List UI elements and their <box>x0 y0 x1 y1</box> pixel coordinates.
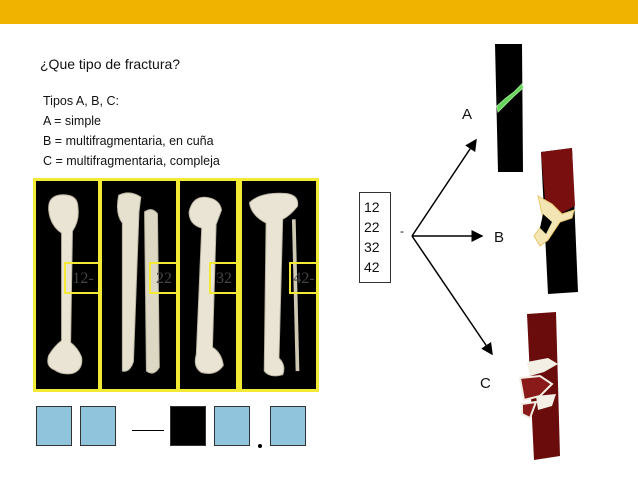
code-42: 42 <box>364 259 380 275</box>
bone-label-humerus: 12- <box>64 262 102 294</box>
fracture-types-legend: Tipos A, B, C: A = simple B = multifragm… <box>43 91 220 171</box>
type-item-a: A = simple <box>43 114 102 128</box>
type-label-b: B <box>494 229 505 246</box>
code-12: 12 <box>364 199 380 215</box>
code-box-1 <box>36 406 72 446</box>
tibia-illustration <box>248 192 300 377</box>
bone-label-femur: 32 <box>209 262 239 294</box>
dot-separator <box>258 444 262 448</box>
types-title: Tipos A, B, C: <box>43 94 119 108</box>
fracture-c-image <box>518 312 560 460</box>
code-box-4 <box>214 406 250 446</box>
code-32: 32 <box>364 239 380 255</box>
code-box-3 <box>170 406 206 446</box>
arrow-to-c <box>411 235 493 356</box>
code-box-5 <box>270 406 306 446</box>
type-item-c: C = multifragmentaria, compleja <box>43 154 220 168</box>
bone-codes-box: 12 22 32 42 <box>359 192 391 283</box>
bone-label-tibia: 42- <box>289 262 319 294</box>
classification-code-boxes <box>36 406 316 450</box>
fracture-a-image <box>495 44 524 172</box>
code-dash: - <box>400 224 404 238</box>
code-22: 22 <box>364 219 380 235</box>
type-label-c: C <box>480 375 491 392</box>
fracture-b-image <box>533 148 578 294</box>
arrow-to-a <box>411 138 477 237</box>
tibia-image <box>239 178 319 392</box>
forearm-illustration <box>116 192 160 374</box>
dash-separator <box>132 430 164 431</box>
bone-label-forearm: 22 <box>149 262 179 294</box>
type-label-a: A <box>462 106 473 123</box>
femur-illustration <box>188 196 224 374</box>
question-title: ¿Que tipo de fractura? <box>40 56 181 72</box>
header-bar <box>0 0 638 24</box>
bone-images: 12- 22 32 42- <box>33 178 319 392</box>
code-box-2 <box>80 406 116 446</box>
forearm-image <box>99 178 179 392</box>
type-item-b: B = multifragmentaria, en cuña <box>43 134 214 148</box>
